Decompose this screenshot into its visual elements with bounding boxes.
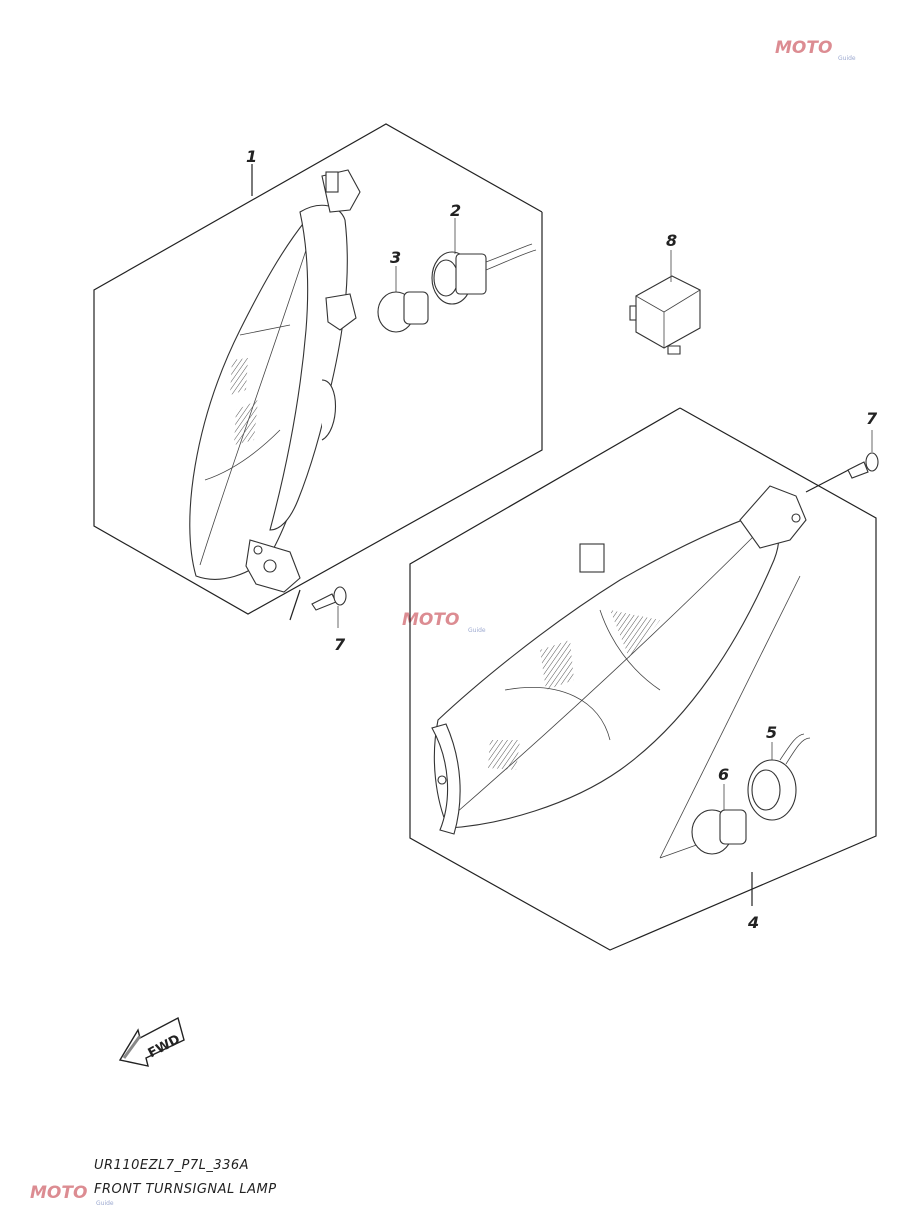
watermark-text-center: MOTO (402, 610, 459, 630)
callout-4: 4 (747, 913, 759, 932)
right-turnsignal-assembly (409, 407, 877, 951)
callout-6: 6 (718, 765, 729, 784)
callout-3: 3 (390, 248, 401, 267)
screw-7-lower (289, 586, 347, 628)
watermark-top: MOTO Guide (775, 38, 856, 62)
callout-7-upper: 7 (866, 409, 878, 428)
bulb-6 (691, 784, 747, 855)
callout-5: 5 (766, 723, 777, 742)
callout-2: 2 (450, 201, 461, 220)
watermark-sub-center: Guide (468, 627, 486, 634)
callout-8: 8 (666, 231, 677, 250)
bulb-3 (377, 266, 429, 333)
left-assembly-frame (93, 123, 543, 615)
watermark-text: MOTO (775, 38, 832, 58)
diagram-code: UR110EZL7_P7L_336A (94, 1158, 250, 1173)
screw-7-upper (805, 430, 879, 493)
watermark-bottom: MOTO Guide (30, 1183, 114, 1207)
callout-1: 1 (246, 147, 257, 166)
socket-2 (431, 218, 537, 305)
watermark-sub-bottom: Guide (96, 1200, 114, 1207)
left-lamp-housing (269, 204, 348, 531)
fwd-arrow-icon: FWD (118, 1016, 185, 1067)
watermark-center: MOTO Guide (402, 610, 486, 634)
right-assembly-frame (409, 407, 877, 951)
diagram-title: FRONT TURNSIGNAL LAMP (94, 1182, 277, 1197)
right-lamp-lens (433, 509, 780, 829)
watermark-text-bottom: MOTO (30, 1183, 87, 1203)
relay-8 (629, 250, 701, 355)
watermark-sub: Guide (838, 55, 856, 62)
socket-5 (747, 733, 811, 821)
left-turnsignal-assembly (93, 123, 543, 615)
callout-7-lower: 7 (334, 635, 346, 654)
